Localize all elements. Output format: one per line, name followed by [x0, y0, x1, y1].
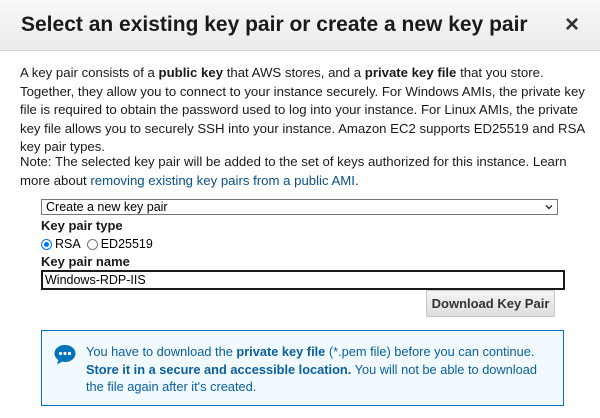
close-icon[interactable]: × [564, 11, 579, 38]
info-alert: You have to download the private key fil… [41, 330, 564, 406]
info-text-3: You will not be able to download the fil… [86, 361, 537, 395]
removing-key-pairs-link[interactable]: removing existing key pairs from a publi… [90, 172, 355, 188]
intro-paragraph: A key pair consists of a public key that… [20, 64, 585, 157]
radio-rsa[interactable] [41, 238, 52, 250]
speech-bubble-icon [54, 345, 76, 365]
info-message: You have to download the private key fil… [86, 343, 556, 396]
note-paragraph: Note: The selected key pair will be adde… [20, 153, 585, 190]
key-pair-name-label: Key pair name [41, 254, 130, 269]
info-text-2: (*.pem file) before you can continue. [325, 344, 535, 359]
key-pair-select-value: Create a new key pair [46, 200, 168, 214]
download-key-pair-button[interactable]: Download Key Pair [426, 290, 555, 317]
info-text-1: You have to download the [86, 344, 237, 359]
intro-text-1: A key pair consists of a [20, 65, 159, 80]
intro-bold-public-key: public key [158, 65, 224, 80]
note-end: . [354, 172, 359, 188]
note-text: Note: The selected key pair will be adde… [20, 154, 567, 188]
intro-text-2: that AWS stores, and a [223, 65, 365, 80]
key-pair-name-input[interactable] [41, 270, 565, 290]
radio-rsa-label: RSA [55, 237, 81, 251]
key-pair-select[interactable]: Create a new key pair [41, 199, 558, 215]
chevron-down-icon [545, 205, 553, 210]
radio-ed25519[interactable] [86, 238, 98, 250]
radio-ed25519-label: ED25519 [100, 237, 153, 251]
dialog-header: Select an existing key pair or create a … [0, 0, 600, 51]
key-pair-type-radios: RSA ED25519 [41, 236, 159, 252]
info-bold-store-secure: Store it in a secure and accessible loca… [86, 361, 352, 377]
key-pair-type-label: Key pair type [41, 218, 123, 233]
dialog-title: Select an existing key pair or create a … [21, 13, 528, 36]
intro-bold-private-key-file: private key file [364, 65, 457, 80]
intro-text-3: that you store. Together, they allow you… [20, 65, 585, 154]
info-bold-private-key-file: private key file [236, 344, 326, 359]
